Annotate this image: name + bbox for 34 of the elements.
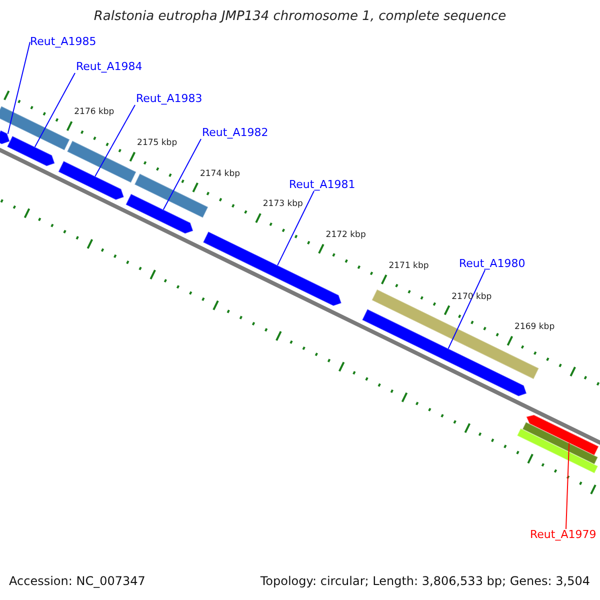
gene-label: Reut_A1984: [76, 61, 142, 73]
leader-line: [448, 270, 486, 350]
gene-label: Reut_A1979: [530, 529, 596, 541]
gene-label: Reut_A1983: [136, 93, 202, 105]
feature-bar: [516, 428, 599, 474]
gene-label: Reut_A1982: [202, 127, 268, 139]
scale-label: 2169 kbp: [514, 322, 555, 334]
gene-label: Reut_A1980: [459, 258, 526, 270]
leader-line: [162, 138, 202, 210]
scale-label: 2170 kbp: [452, 292, 492, 303]
scale-label: 2174 kbp: [200, 168, 240, 180]
leader-line: [277, 190, 314, 266]
gene-feature: [58, 160, 125, 200]
genome-info-text: Topology: circular; Length: 3,806,533 bp; Genes: 3,504: [260, 574, 590, 588]
feature-bar: [371, 288, 540, 380]
leader-line: [94, 104, 136, 177]
scale-label: 2175 kbp: [137, 138, 178, 150]
scale-label: 2171 kbp: [388, 260, 429, 272]
leader-line: [34, 72, 76, 148]
gene-label: Reut_A1981: [289, 179, 356, 191]
leader-line: [566, 442, 570, 530]
gene-label: Reut_A1985: [30, 36, 96, 48]
gene-feature: [0, 130, 10, 145]
feature-bar: [66, 140, 137, 184]
scale-label: 2176 kbp: [74, 107, 114, 118]
leader-line: [7, 42, 30, 134]
scale-label: 2172 kbp: [326, 230, 366, 242]
accession-text: Accession: NC_007347: [9, 574, 146, 588]
feature-bar: [0, 106, 70, 151]
diagram-title: Ralstonia eutropha JMP134 chromosome 1, complete sequence: [92, 9, 508, 24]
gene-feature: [526, 414, 600, 456]
scale-label: 2173 kbp: [262, 199, 303, 210]
gene-feature: [6, 135, 56, 167]
gene-feature: [125, 193, 194, 234]
